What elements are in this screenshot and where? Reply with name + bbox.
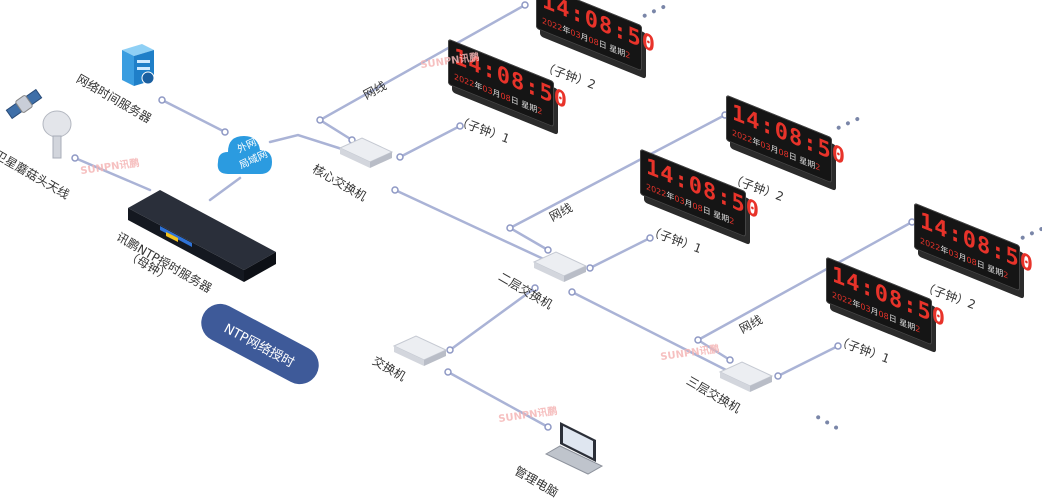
layer2-switch-icon <box>532 251 588 282</box>
switch-icon <box>392 335 448 366</box>
cloud-icon <box>217 136 272 174</box>
rack-server-icon <box>128 190 276 282</box>
server-icon <box>122 44 155 86</box>
layer3-switch-icon <box>718 361 774 392</box>
mushroom-antenna-icon <box>42 110 72 159</box>
core-switch-icon <box>338 137 394 168</box>
satellite-icon <box>5 88 43 120</box>
laptop-icon <box>544 422 604 475</box>
